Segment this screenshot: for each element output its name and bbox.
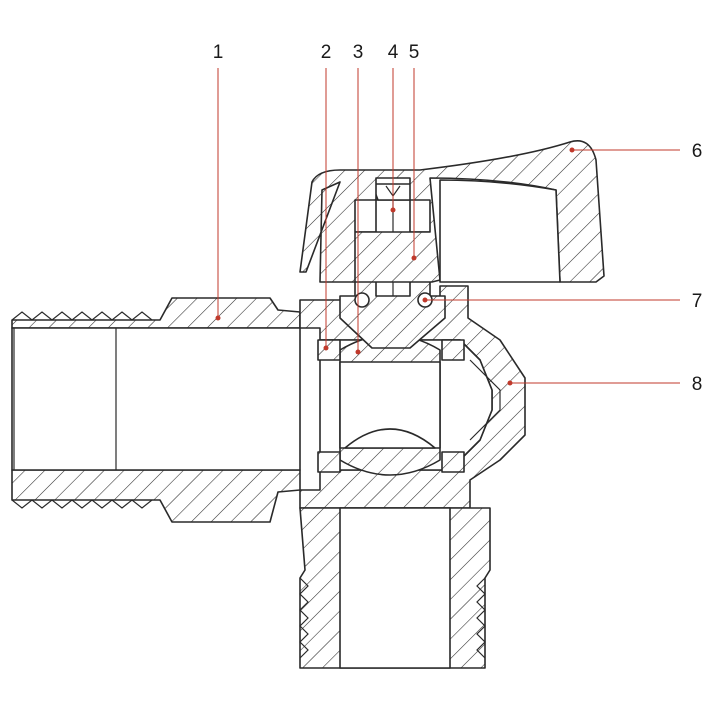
- callout-label-8: 8: [692, 374, 703, 395]
- callout-label-5: 5: [409, 42, 420, 63]
- callout-label-6: 6: [692, 141, 703, 162]
- callout-label-1: 1: [213, 42, 224, 63]
- handle-lever: [299, 140, 605, 283]
- bottom-outlet: [299, 507, 491, 669]
- leaders: [215, 68, 680, 386]
- callout-label-7: 7: [692, 291, 703, 312]
- ball: [317, 334, 465, 476]
- left-connector: [11, 297, 301, 523]
- callout-label-3: 3: [353, 42, 364, 63]
- callout-label-2: 2: [321, 42, 332, 63]
- callout-label-4: 4: [388, 42, 399, 63]
